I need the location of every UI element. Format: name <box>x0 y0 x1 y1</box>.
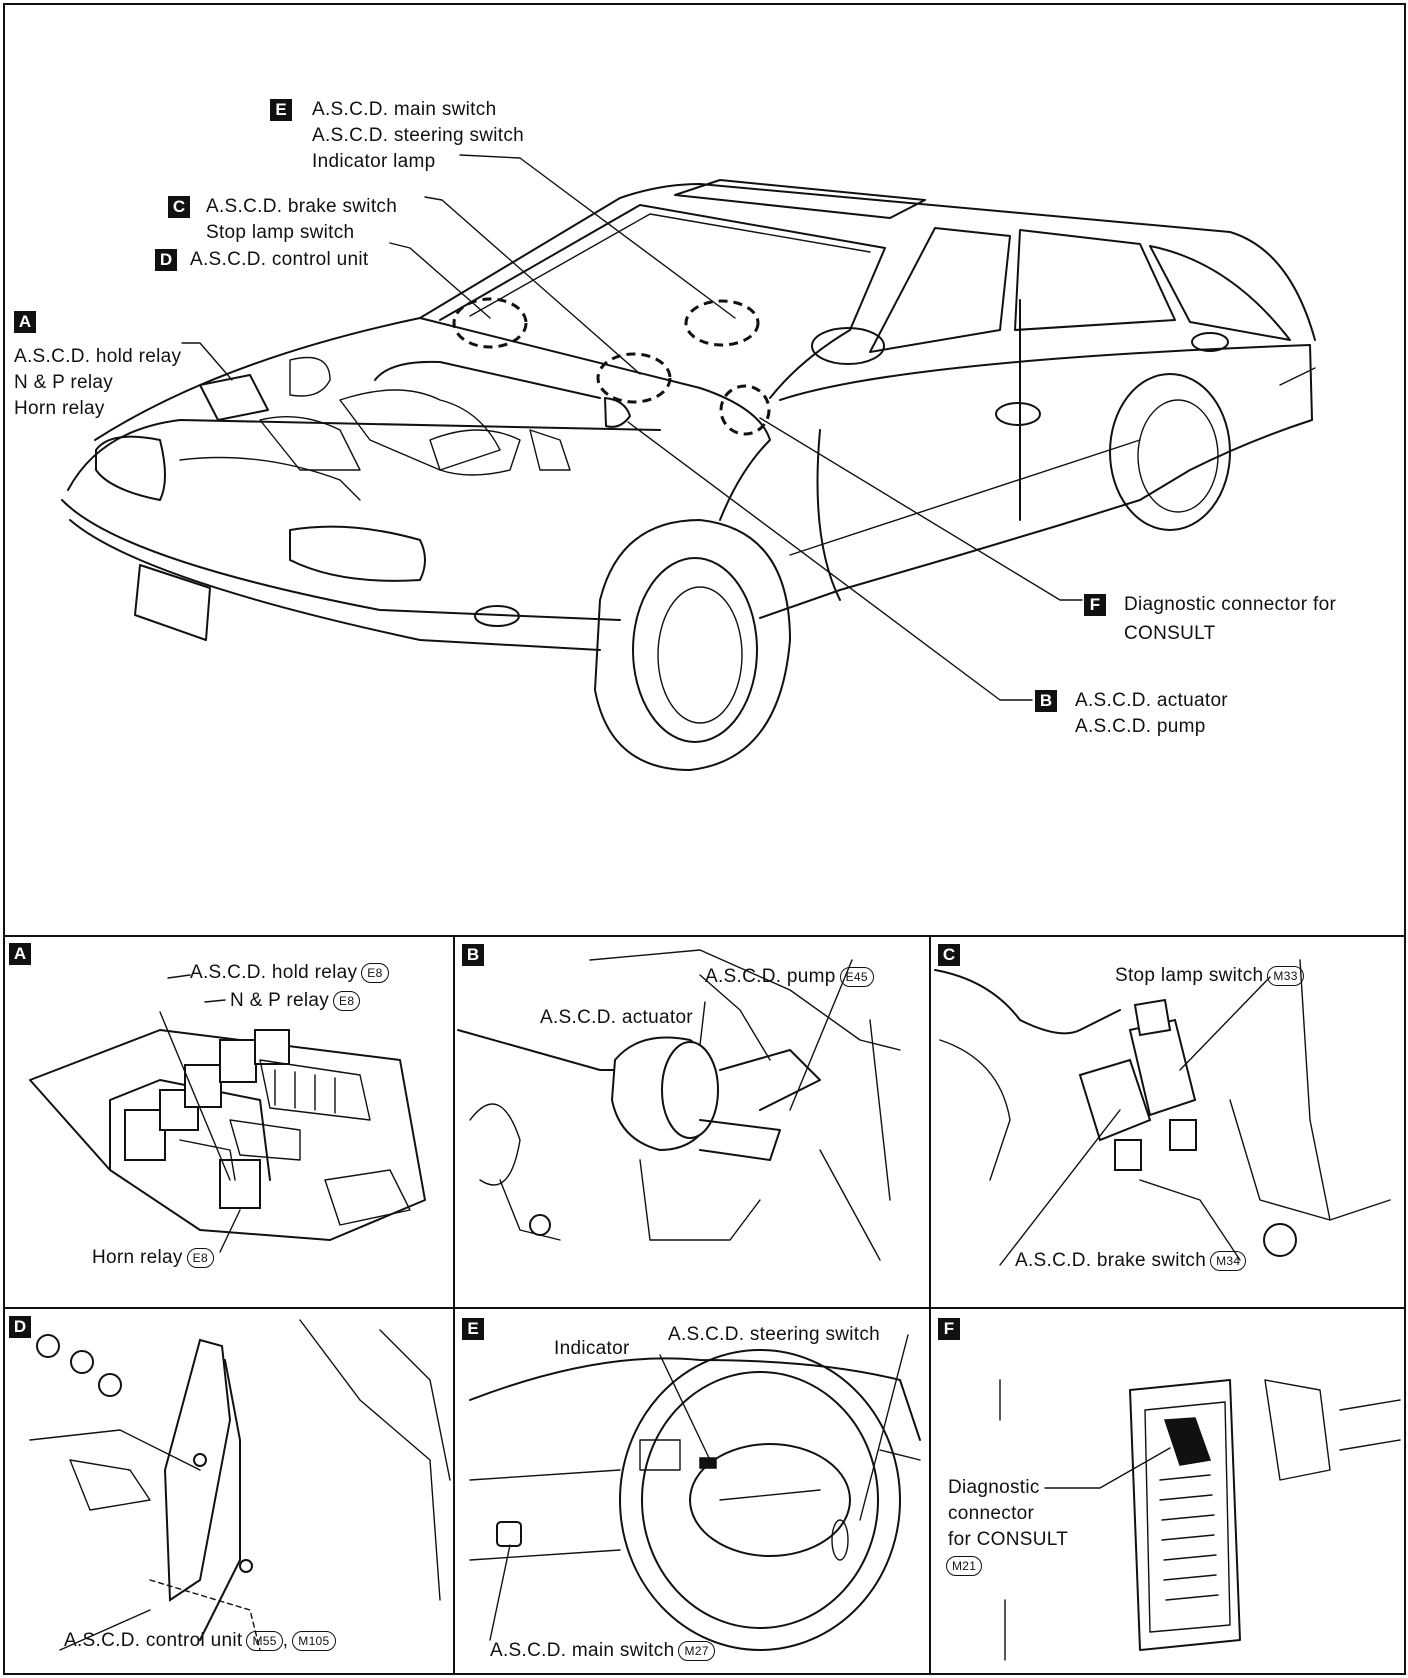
panel-f-connector <box>999 1379 1401 1661</box>
callout-d-line1: A.S.C.D. control unit <box>190 249 369 270</box>
connector-badge: E8 <box>333 990 361 1011</box>
callout-b-badge: B <box>1035 690 1057 712</box>
door-handle-front <box>995 402 1041 426</box>
panel-e-steering <box>469 1334 921 1651</box>
callout-b-line1: A.S.C.D. actuator <box>1075 690 1228 711</box>
leader-c <box>424 196 641 375</box>
panel-d-frame <box>3 1307 455 1675</box>
panel-f-diag-conn: M21 <box>942 1553 983 1579</box>
connector-badge: M34 <box>1210 1250 1247 1271</box>
main-diagram-frame <box>3 3 1406 937</box>
panel-f-diag-line2: connector <box>948 1503 1035 1524</box>
connector-badge: M55 <box>246 1630 283 1651</box>
panel-d-badge: D <box>9 1316 31 1338</box>
actuator-cable <box>374 360 601 399</box>
sunroof <box>674 179 926 219</box>
callout-e-badge: E <box>270 99 292 121</box>
callout-a-line2: N & P relay <box>14 372 114 393</box>
leader-e <box>459 154 736 319</box>
panel-e-badge: E <box>462 1318 484 1340</box>
panel-a-badge: A <box>9 943 31 965</box>
panel-e-indicator: Indicator <box>554 1338 630 1359</box>
connector-badge: M105 <box>292 1630 336 1651</box>
callout-f-line1: Diagnostic connector for <box>1124 594 1337 615</box>
panel-a-relay-box <box>29 974 426 1253</box>
panel-b-badge: B <box>462 944 484 966</box>
callout-c-badge: C <box>168 196 190 218</box>
panel-a-frame <box>3 935 455 1309</box>
actuator-body <box>604 397 631 428</box>
locator-diagnostic-connector <box>719 384 771 436</box>
windshield <box>439 204 886 399</box>
connector-badge: M27 <box>678 1640 715 1661</box>
panel-e-steering-switch: A.S.C.D. steering switch <box>668 1324 881 1345</box>
front-wheel <box>632 557 758 743</box>
panel-f-badge: F <box>938 1318 960 1340</box>
license-plate <box>134 564 211 641</box>
panel-f-frame <box>929 1307 1406 1675</box>
callout-c-line1: A.S.C.D. brake switch <box>206 196 398 217</box>
callout-e-line2: A.S.C.D. steering switch <box>312 125 525 146</box>
side-molding <box>789 439 1141 556</box>
callout-e-line3: Indicator lamp <box>312 151 436 172</box>
callout-c-line2: Stop lamp switch <box>206 222 355 243</box>
panel-b-actuator: A.S.C.D. actuator <box>540 1007 693 1028</box>
side-mirror <box>811 327 885 365</box>
panel-b-actuator <box>457 949 901 1261</box>
relay-box <box>199 374 269 421</box>
front-side-window <box>869 227 1011 353</box>
locator-brake-switch <box>596 352 672 404</box>
panel-c-switches <box>934 959 1391 1266</box>
panel-c-frame <box>929 935 1406 1309</box>
quarter-window <box>1149 245 1291 341</box>
headlamp-left <box>95 435 166 501</box>
callout-a-line3: Horn relay <box>14 398 105 419</box>
front-bumper <box>61 499 621 621</box>
headlamp-right <box>289 525 426 582</box>
rear-side-window <box>1014 229 1176 331</box>
callout-d-badge: D <box>155 249 177 271</box>
callout-e-line1: A.S.C.D. main switch <box>312 99 497 120</box>
connector-badge: E45 <box>839 966 874 987</box>
callout-b-line2: A.S.C.D. pump <box>1075 716 1206 737</box>
leader-a <box>181 342 233 381</box>
car-overview-drawing <box>61 154 1316 771</box>
panel-f-diag-line1: Diagnostic <box>948 1477 1040 1498</box>
rear-wheel <box>1109 373 1231 531</box>
connector-badge: M33 <box>1267 965 1304 986</box>
connector-badge: E8 <box>186 1247 214 1268</box>
callout-a-line1: A.S.C.D. hold relay <box>14 346 182 367</box>
fog-lamp <box>474 605 520 627</box>
door-handle-rear <box>1191 332 1229 352</box>
roof-outline <box>419 183 1316 341</box>
body-side <box>759 344 1313 619</box>
callout-a-badge: A <box>14 311 36 333</box>
connector-badge: M21 <box>946 1555 983 1576</box>
callout-f-line2: CONSULT <box>1124 623 1216 644</box>
panel-d-bracket <box>29 1319 451 1651</box>
engine-block <box>339 389 501 471</box>
front-wheel-arch <box>594 519 791 771</box>
callout-f-badge: F <box>1084 594 1106 616</box>
leader-d <box>389 242 491 319</box>
leader-b <box>627 421 1033 701</box>
panel-c-badge: C <box>938 944 960 966</box>
reservoir <box>289 356 331 397</box>
locator-control-unit <box>452 297 528 349</box>
locator-steering-switch <box>684 299 760 347</box>
leader-f <box>759 417 1083 601</box>
panel-f-diag-line3: for CONSULT <box>948 1529 1069 1550</box>
connector-badge: E8 <box>361 962 389 983</box>
hood-edge <box>94 317 771 521</box>
